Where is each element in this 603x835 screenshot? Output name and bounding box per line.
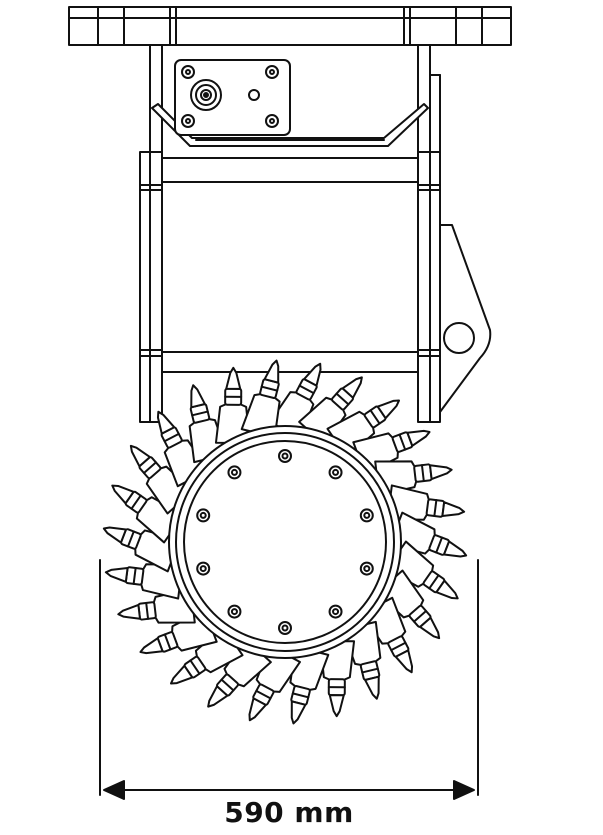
cutting-pick [129, 444, 195, 515]
drum-bolt [196, 561, 211, 576]
width-dimension-label: 590 mm [224, 796, 354, 829]
drum-bolt [328, 465, 343, 480]
cutting-pick [375, 569, 441, 640]
cutting-pick [298, 376, 363, 446]
cutting-pick [319, 640, 356, 718]
drum-bolt [227, 604, 242, 619]
frame-body [139, 44, 441, 423]
drum-bolt [328, 604, 343, 619]
drum-bolt [359, 508, 374, 523]
drum-bolt [278, 449, 292, 463]
cutting-pick [386, 484, 466, 521]
cutting-pick [207, 638, 272, 708]
hydraulic-port-plate [174, 59, 291, 136]
drum-bolts [196, 449, 374, 635]
drum-bolt [278, 621, 292, 635]
cutter-drum [168, 425, 402, 659]
cutting-pick [156, 410, 209, 488]
drum-bolt [359, 561, 374, 576]
dimension-lines [99, 559, 479, 800]
drum-bolt [227, 465, 242, 480]
cutting-pick [214, 366, 251, 444]
cutting-pick [104, 563, 184, 600]
side-lug [439, 224, 492, 413]
drum-bolt [196, 508, 211, 523]
mounting-plate [68, 6, 512, 46]
